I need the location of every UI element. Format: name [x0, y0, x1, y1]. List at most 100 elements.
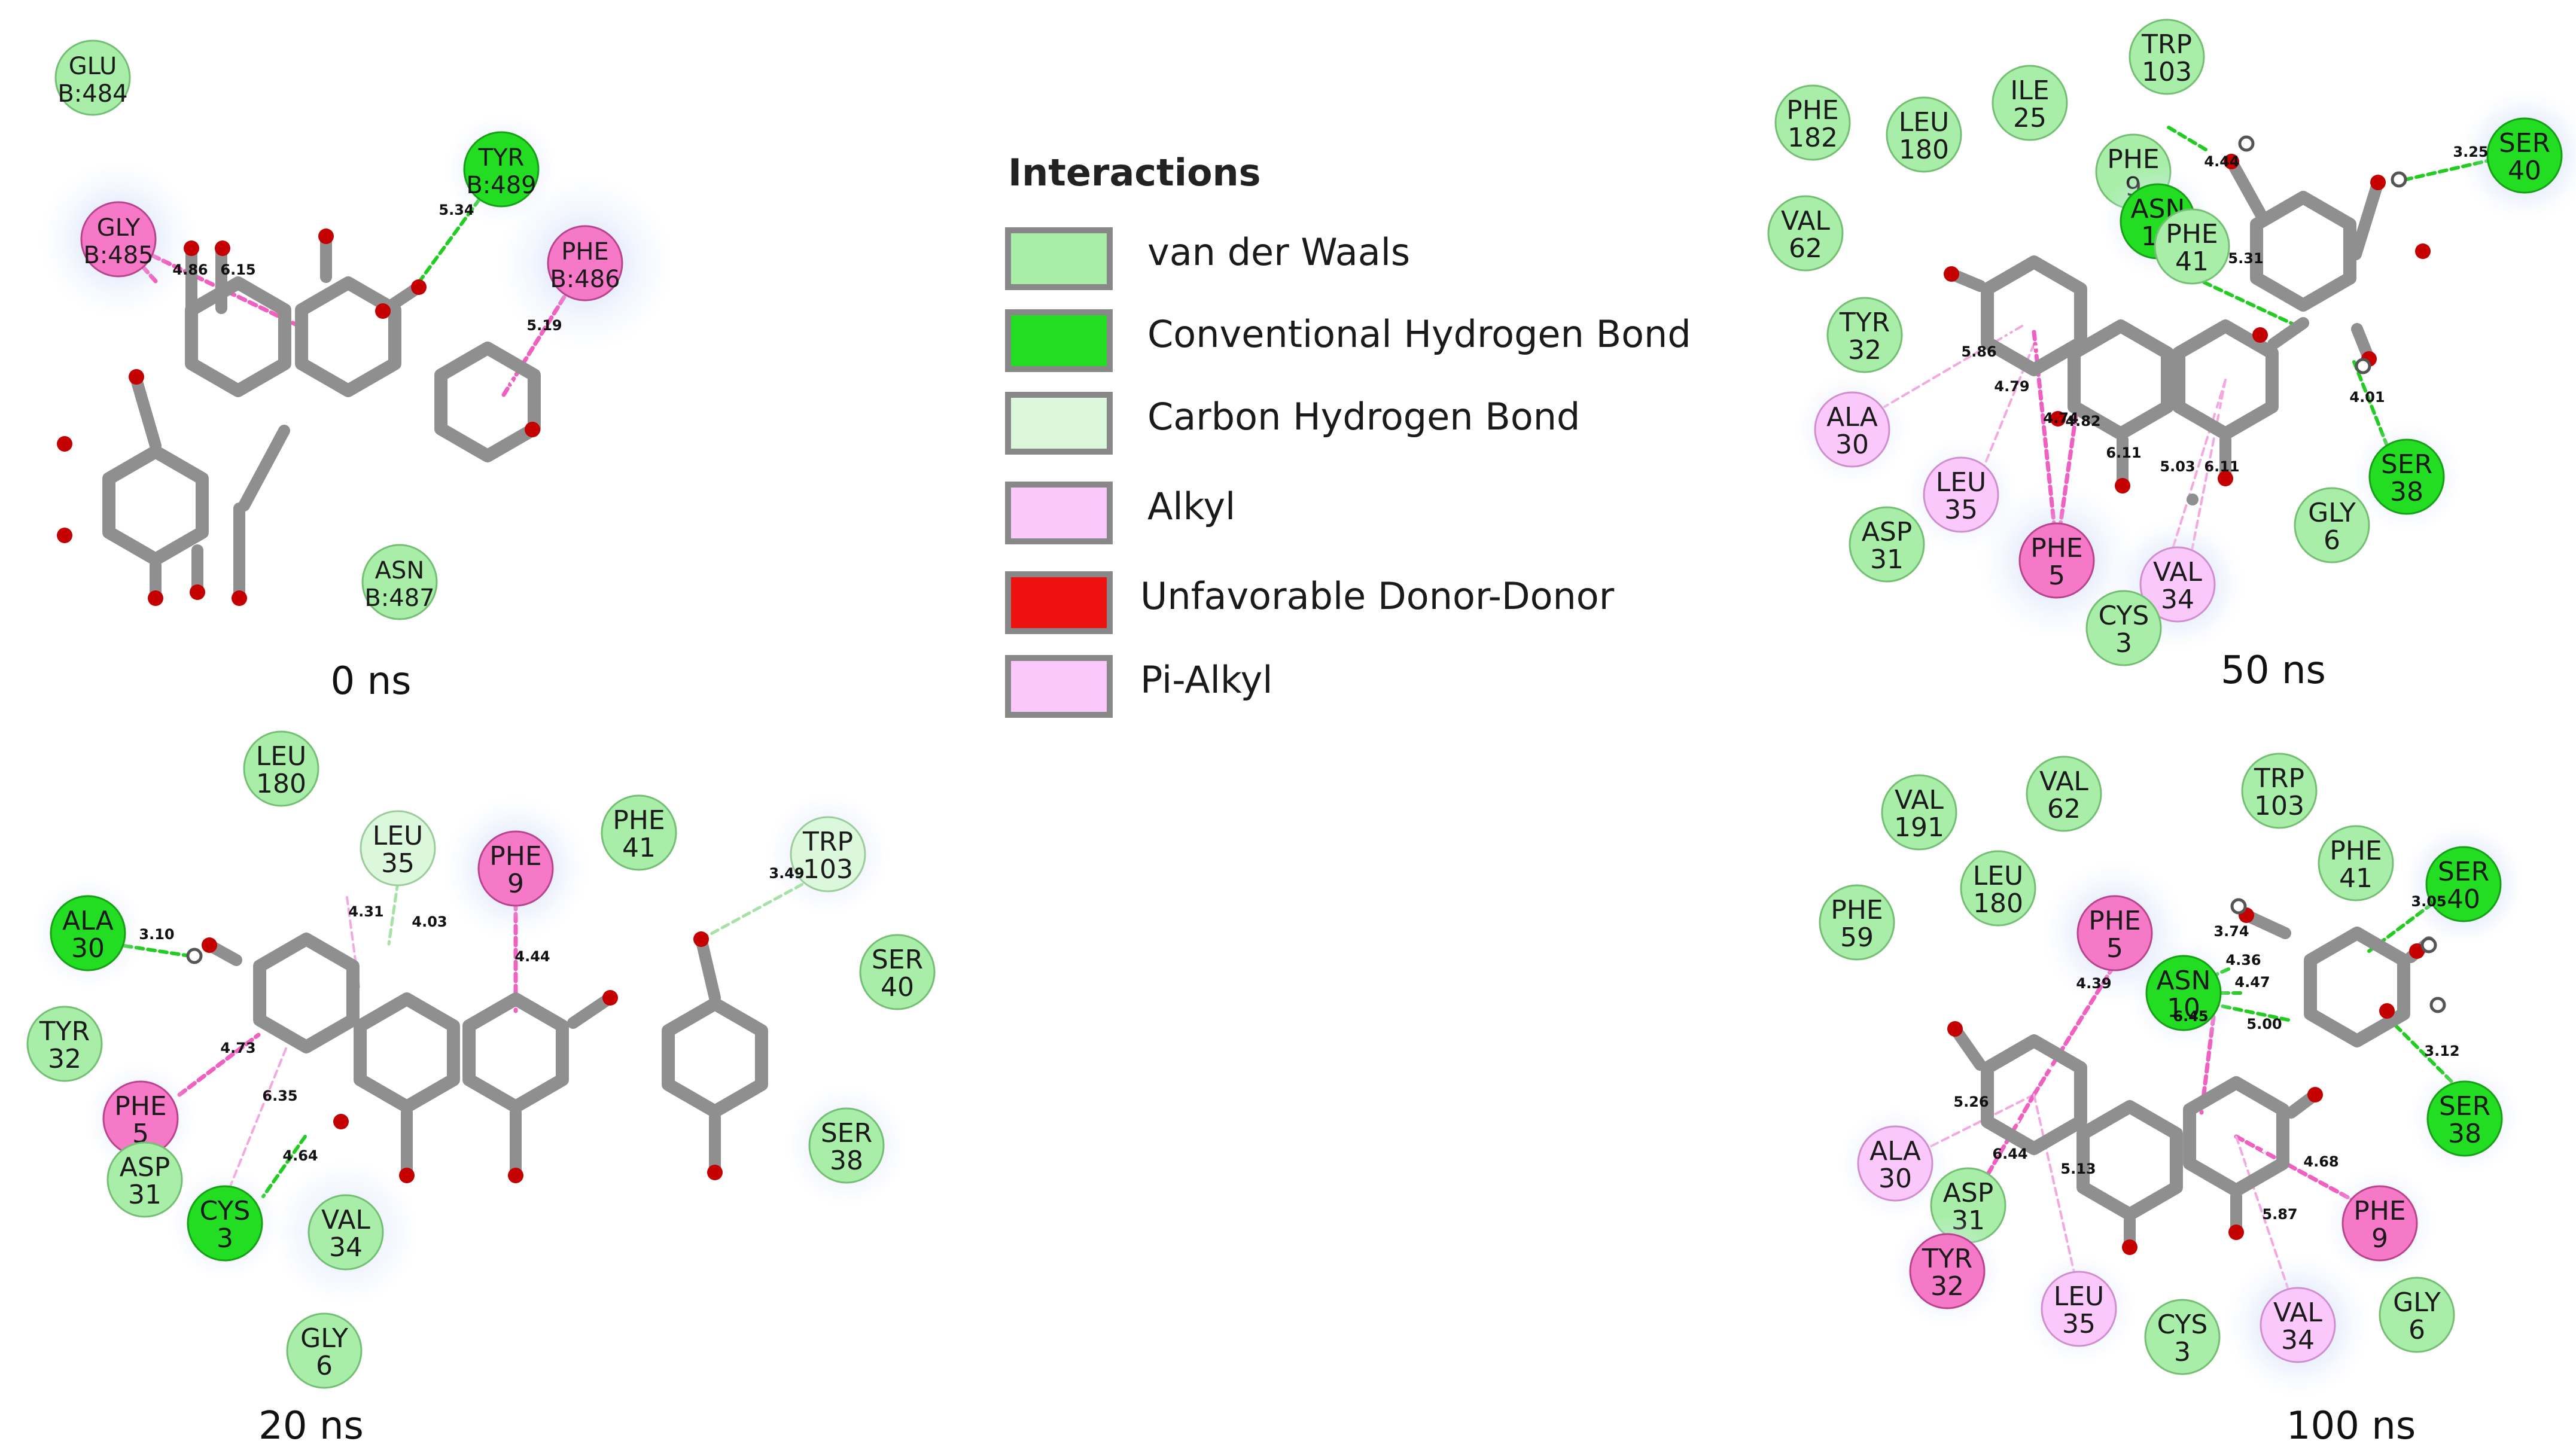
residue-name: PHE [2330, 836, 2382, 866]
residue-number: 32 [1848, 335, 1881, 365]
residue-name: LEU [256, 741, 307, 772]
residue-name: PHE [2353, 1196, 2406, 1226]
aromatic-marker [455, 369, 520, 435]
panel-caption-20ns: 20 ns [258, 1404, 364, 1448]
oxygen-atom [2218, 471, 2233, 486]
interaction-line [417, 167, 503, 284]
residue-number: 38 [2390, 477, 2423, 507]
oxygen-atom [2115, 478, 2130, 494]
distance-label: 4.64 [282, 1147, 318, 1164]
legend-swatch-conventional-hydrogen-bond [1005, 309, 1113, 372]
residue-circle [1857, 1125, 1933, 1202]
residue-name: PHE [1786, 95, 1838, 126]
residue-name: GLY [2393, 1287, 2441, 1318]
residue-name: CYS [2157, 1309, 2208, 1340]
residue-name: PHE [114, 1091, 166, 1122]
distance-label: 4.31 [348, 903, 383, 920]
residue-circle [2129, 19, 2205, 95]
residue-name: SER [2438, 857, 2489, 887]
residue-number: 5 [2106, 933, 2123, 964]
aromatic-marker [205, 304, 271, 370]
ligand-ring [2076, 1100, 2183, 1221]
residue-number: B:489 [466, 172, 536, 199]
legend-label-conventional-hydrogen-bond: Conventional Hydrogen Bond [1147, 312, 1691, 356]
distance-label: 4.03 [412, 913, 447, 930]
distance-label: 3.05 [2411, 893, 2446, 910]
oxygen-atom [1944, 266, 1959, 282]
residue-number: 30 [1835, 430, 1869, 460]
residue-circle [2241, 753, 2318, 829]
residue-circle [1814, 391, 1890, 468]
ligand-ring [102, 445, 209, 566]
residue-number: B:487 [364, 584, 434, 612]
oxygen-atom [411, 279, 427, 295]
residue-circle [2041, 1271, 2117, 1347]
residue-name: ASP [1943, 1178, 1994, 1208]
ligand-ring [1981, 255, 2087, 376]
residue-circle [2085, 590, 2162, 666]
residue-name: SER [872, 945, 923, 975]
residue-circle [2294, 487, 2370, 563]
distance-label: 6.11 [2106, 444, 2141, 461]
residue-number: 32 [48, 1044, 81, 1074]
residue-number: 180 [256, 769, 306, 799]
distance-label: 4.86 [172, 261, 208, 278]
distance-label: 5.34 [439, 202, 474, 218]
residue-number: 62 [1789, 233, 1822, 264]
oxygen-atom [190, 584, 205, 600]
interaction-line [2032, 967, 2114, 1097]
oxygen-atom [232, 590, 247, 606]
interaction-line [177, 1032, 261, 1097]
residue-circle [307, 1194, 384, 1271]
residue-circle [547, 225, 623, 301]
interaction-line [2164, 124, 2207, 151]
residue-name: VAL [321, 1205, 370, 1235]
interaction-line [2235, 1135, 2292, 1299]
residue-circle [1909, 1233, 1986, 1309]
distance-label: 5.19 [526, 317, 562, 334]
distance-label: 6.45 [2173, 1008, 2208, 1025]
ligand-ring [2250, 191, 2356, 312]
residue-number: 35 [1944, 495, 1978, 525]
residue-number: 30 [1878, 1163, 1912, 1194]
distance-label: 3.25 [2453, 144, 2488, 160]
residue-name: PHE [613, 805, 665, 836]
hydrogen-atom [186, 948, 203, 964]
residue-circle [601, 794, 677, 871]
residue-circle [477, 830, 554, 907]
residue-name: PHE [489, 841, 541, 872]
distance-label: 5.26 [1953, 1093, 1989, 1110]
hydrogen-atom [2355, 358, 2371, 374]
aromatic-marker [483, 1020, 549, 1086]
legend-item-pi-alkyl: Pi-Alkyl [1005, 655, 1273, 718]
distance-label: 6.44 [1992, 1146, 2027, 1162]
residue-circle [463, 131, 540, 208]
oxygen-atom [148, 590, 163, 606]
oxygen-atom [318, 229, 334, 244]
residue-number: 40 [2447, 884, 2480, 915]
residue-circle [2260, 1287, 2336, 1363]
residue-name: ASP [120, 1152, 170, 1183]
residue-number: B:484 [57, 80, 127, 108]
residue-name: ALA [1826, 402, 1878, 432]
residue-circle [2139, 546, 2216, 623]
interaction-line [2033, 1093, 2077, 1281]
legend-item-carbon-hydrogen-bond: Carbon Hydrogen Bond [1005, 392, 1580, 455]
residue-circle [360, 810, 436, 887]
